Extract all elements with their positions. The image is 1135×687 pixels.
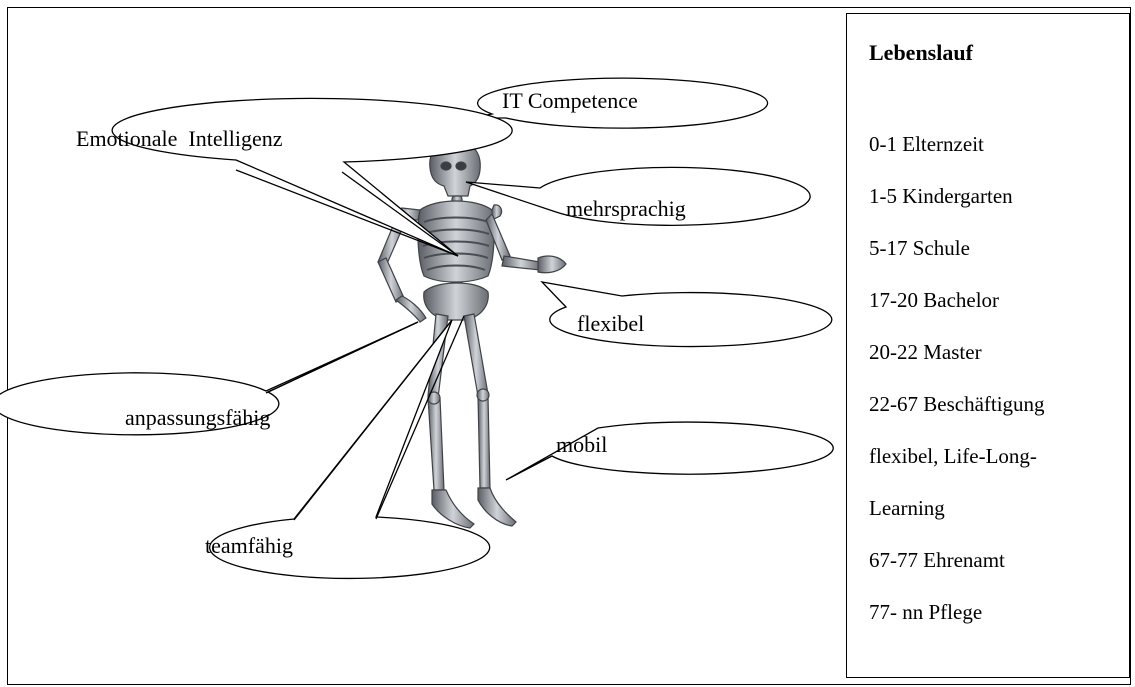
tibia-right (477, 395, 491, 489)
bubble-text-team-player: teamfähig (205, 533, 293, 558)
bubble-text-emotional-intelligence: Emotionale Intelligenz (76, 126, 283, 151)
skull-eye-left (440, 161, 452, 171)
bubble-text-mobile: mobil (556, 432, 607, 457)
bubble-text-multilingual: mehrsprachig (566, 196, 686, 221)
cv-item: 67-77 Ehrenamt (869, 548, 1005, 572)
cv-box: Lebenslauf 0-1 Elternzeit 1-5 Kindergart… (846, 13, 1130, 678)
foot-right (477, 487, 517, 527)
arm-lower-right (501, 255, 541, 271)
bubble-text-adaptable: anpassungsfähig (125, 405, 270, 430)
cv-item: Learning (869, 496, 945, 520)
bubble-it-competence (451, 77, 769, 129)
cv-item: 5-17 Schule (869, 236, 970, 260)
cv-item: 1-5 Kindergarten (869, 184, 1013, 208)
cv-item: 0-1 Elternzeit (869, 132, 984, 156)
cv-item: 22-67 Beschäftigung (869, 392, 1045, 416)
diagram-frame (7, 7, 1131, 685)
cv-item: 17-20 Bachelor (869, 288, 1000, 312)
pelvis (423, 282, 489, 321)
cv-item: flexibel, Life-Long- (869, 444, 1037, 468)
skull-eye-right (455, 161, 467, 171)
hand-left (394, 295, 427, 323)
bubble-emotional-intelligence (111, 97, 513, 257)
bubble-mobile (505, 421, 834, 481)
hand-right (537, 255, 567, 274)
knee-right (476, 388, 490, 402)
pointer-lines (235, 169, 465, 521)
arm-lower-left (377, 257, 405, 303)
bubble-adaptable (0, 321, 419, 436)
bubble-text-flexible: flexibel (577, 311, 644, 336)
femur-right (463, 313, 489, 397)
tibia-left (427, 397, 445, 491)
arm-upper-right (485, 212, 511, 261)
cv-item: 20-22 Master (869, 340, 982, 364)
bubble-flexible (540, 281, 833, 348)
bubble-text-it-competence: IT Competence (502, 88, 638, 113)
cv-title: Lebenslauf (869, 40, 973, 65)
cv-item: 77- nn Pflege (869, 600, 983, 624)
foot-left (431, 489, 475, 529)
shoulder-right (491, 204, 503, 221)
bubble-multilingual (465, 166, 811, 226)
